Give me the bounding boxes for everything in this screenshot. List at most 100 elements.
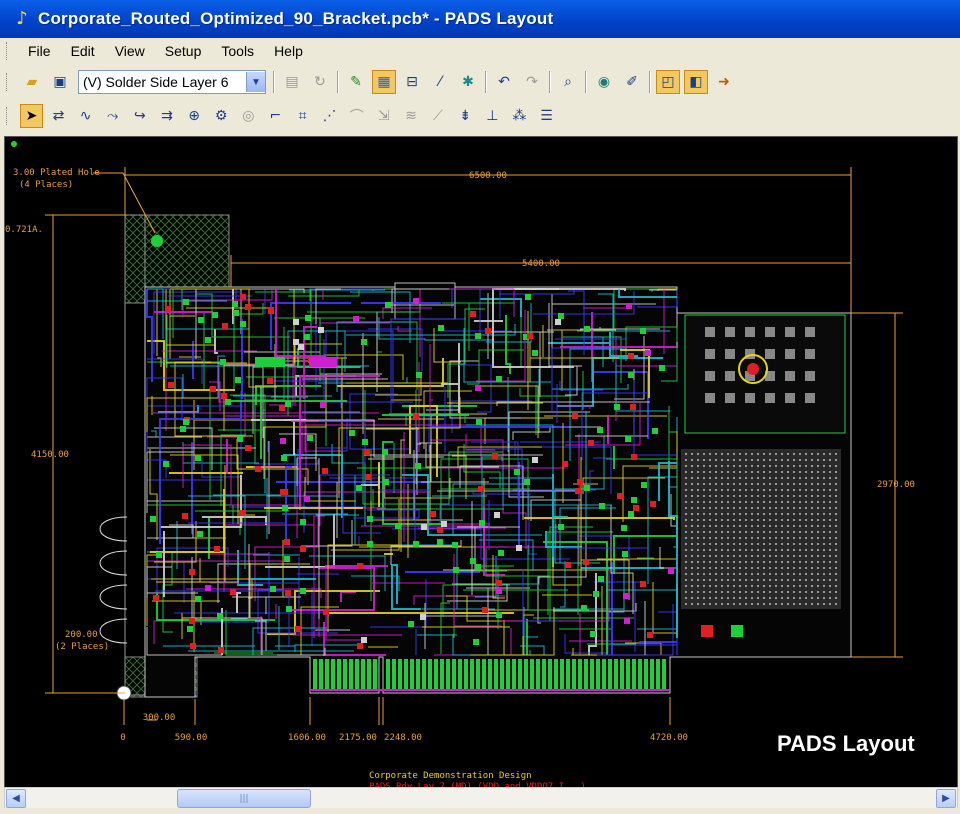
menu-tools[interactable]: Tools [221, 43, 255, 59]
trace [490, 577, 540, 585]
bga-ball [757, 489, 759, 491]
cleanup-brush-icon[interactable]: ✐ [626, 74, 638, 90]
edge-finger [632, 659, 636, 689]
bga-ball [733, 525, 735, 527]
trace [313, 515, 325, 548]
component-pad [492, 453, 498, 459]
ecp-icon[interactable]: ✱ [462, 74, 474, 90]
bga-ball [751, 453, 753, 455]
bga-ball [799, 459, 801, 461]
toolbar-grip[interactable] [6, 107, 10, 125]
bga-ball [691, 591, 693, 593]
verify-design-icon[interactable]: ◉ [597, 74, 611, 90]
scroll-thumb[interactable]: ||| [177, 789, 311, 808]
bga-ball [697, 561, 699, 563]
toolbar-grip[interactable] [6, 73, 10, 91]
component-pad [281, 455, 287, 461]
menu-edit[interactable]: Edit [70, 43, 95, 59]
undo-icon[interactable]: ↶ [498, 74, 510, 90]
bus-route-icon[interactable]: ⇉ [161, 108, 173, 124]
bga-ball [811, 519, 813, 521]
bga-ball [715, 507, 717, 509]
add-via-icon[interactable]: ⊕ [188, 108, 200, 124]
component-pad [320, 402, 326, 408]
component-pad [353, 316, 359, 322]
bga-ball [751, 537, 753, 539]
trace [481, 456, 503, 525]
spread-icon[interactable]: ⁂ [512, 108, 527, 124]
component-pad [647, 632, 653, 638]
dim-left-tag: 0.721A. [5, 225, 43, 235]
bga-ball [829, 543, 831, 545]
rf-ring [738, 354, 768, 384]
trace [459, 465, 524, 520]
save-icon[interactable]: ▣ [53, 74, 67, 90]
design-toolbar-icon[interactable]: ▦ [372, 70, 396, 94]
split-icon[interactable]: ⌗ [298, 108, 307, 124]
autorouter-icon[interactable]: ⚙ [214, 108, 228, 124]
dynamic-route-icon[interactable]: ⤳ [107, 108, 119, 124]
glue-icon[interactable]: ⊥ [486, 108, 499, 124]
add-corner-icon[interactable]: ⌐ [269, 108, 282, 124]
redo-icon[interactable]: ↷ [526, 74, 538, 90]
dimension-toolbar-icon[interactable]: ⊟ [406, 74, 418, 90]
bga-ball [769, 489, 771, 491]
zoom-icon[interactable]: ⌕ [564, 74, 572, 90]
bga-ball [775, 585, 777, 587]
edge-finger [506, 659, 510, 689]
component-pad [626, 303, 632, 309]
trace [188, 495, 246, 569]
router-link-icon[interactable]: ➜ [718, 74, 730, 90]
bga-ball [751, 531, 753, 533]
bga-ball [799, 501, 801, 503]
menu-setup[interactable]: Setup [164, 43, 202, 59]
sketch-route-icon[interactable]: ↪ [134, 108, 146, 124]
refresh-icon[interactable]: ↻ [314, 74, 326, 90]
edge-finger [337, 659, 341, 689]
scroll-right-icon[interactable]: ▶ [936, 789, 956, 808]
tune-icon[interactable]: ≋ [405, 108, 417, 124]
route-icon[interactable]: ⁄ [438, 74, 442, 90]
select-arrow-icon[interactable]: ➤ [19, 104, 43, 128]
swap-pins-icon[interactable]: ⇟ [459, 108, 472, 124]
horizontal-scrollbar[interactable]: ◀ ||| ▶ [4, 787, 958, 809]
stretch-icon[interactable]: ⇲ [377, 108, 390, 124]
menu-file[interactable]: File [28, 43, 51, 59]
add-miter-icon[interactable]: ⋰ [322, 108, 337, 124]
scroll-left-icon[interactable]: ◀ [6, 789, 26, 808]
move-icon[interactable]: ⇄ [52, 108, 65, 124]
bga-ball [811, 603, 813, 605]
trace [149, 449, 158, 540]
add-route-icon[interactable]: ∿ [79, 108, 92, 124]
component-pad [496, 580, 502, 586]
bga-ball [697, 507, 699, 509]
trace [472, 492, 531, 495]
bga-ball [733, 507, 735, 509]
pcb-canvas[interactable]: 3.00 Plated Hole(4 Places)0.721A.6500.00… [4, 136, 958, 788]
add-arc-icon[interactable]: ⌒ [349, 109, 364, 125]
menu-view[interactable]: View [114, 43, 145, 59]
bga-ball [787, 537, 789, 539]
layer-select[interactable]: (V) Solder Side Layer 6 ▼ [78, 70, 266, 94]
board-view-icon[interactable]: ◧ [684, 70, 708, 94]
length-icon[interactable]: ◎ [242, 108, 255, 124]
teardrop-icon[interactable]: ⟋ [433, 108, 443, 124]
drafting-toolbar-icon[interactable]: ✎ [350, 74, 362, 90]
component-pad [195, 596, 201, 602]
open-icon[interactable]: ▰ [26, 74, 38, 90]
menu-grip[interactable] [6, 42, 10, 60]
pan-view-icon[interactable]: ◰ [656, 70, 680, 94]
bga-ball [793, 573, 795, 575]
edge-finger [584, 659, 588, 689]
component-pad [408, 621, 414, 627]
properties-icon[interactable]: ▤ [285, 74, 299, 90]
menu-help[interactable]: Help [274, 43, 303, 59]
bga-ball [703, 465, 705, 467]
list-icon[interactable]: ☰ [540, 108, 553, 124]
pcb-drawing[interactable]: 3.00 Plated Hole(4 Places)0.721A.6500.00… [5, 137, 957, 787]
bga-ball [811, 549, 813, 551]
bga-ball [757, 585, 759, 587]
bga-ball [685, 543, 687, 545]
bga-ball [715, 555, 717, 557]
chevron-down-icon[interactable]: ▼ [246, 72, 265, 92]
